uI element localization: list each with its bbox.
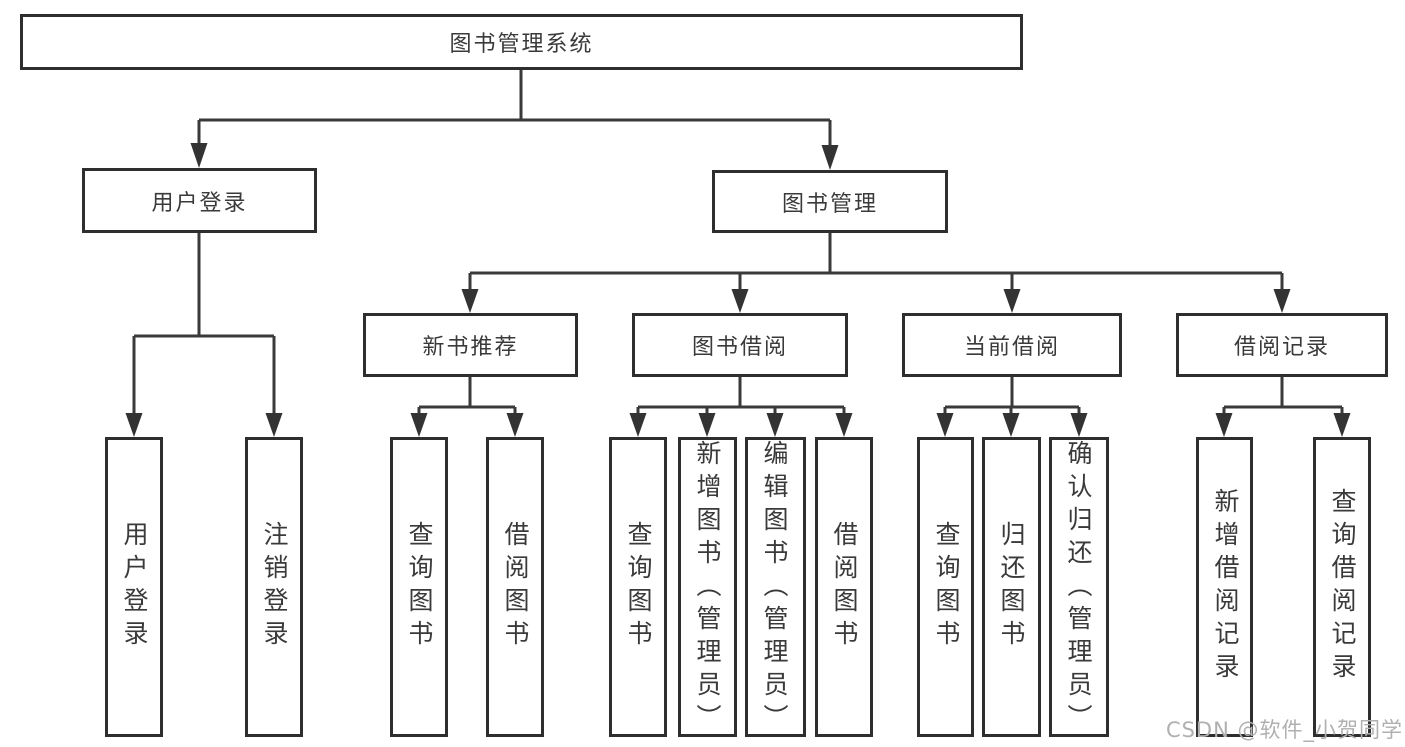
connector-borrow-records: [1215, 377, 1351, 437]
node-book-management: 图书管理: [712, 170, 948, 233]
node-user-login: 用户登录: [82, 168, 317, 233]
arrowhead-icon: [506, 413, 524, 437]
node-root: 图书管理系统: [20, 14, 1023, 70]
arrowhead-icon: [410, 413, 428, 437]
node-current-return-books: 归还图书: [982, 437, 1041, 737]
arrowhead-icon: [190, 143, 208, 168]
connector-new-book-recommend: [410, 377, 524, 437]
arrowhead-icon: [936, 413, 954, 437]
connector-user-login: [125, 233, 283, 437]
node-borrow-add-books-admin: 新增图书（管理员）: [678, 437, 737, 737]
node-book-borrow: 图书借阅: [632, 313, 848, 377]
arrowhead-icon: [1003, 289, 1021, 313]
arrowhead-icon: [1333, 413, 1351, 437]
node-logout-action: 注销登录: [245, 437, 303, 737]
node-user-login-action: 用户登录: [105, 437, 163, 737]
node-current-query-books: 查询图书: [917, 437, 974, 737]
node-current-borrow: 当前借阅: [902, 313, 1122, 377]
node-records-add-record: 新增借阅记录: [1196, 437, 1253, 737]
arrowhead-icon: [1273, 289, 1291, 313]
arrowhead-icon: [1070, 413, 1088, 437]
arrowhead-icon: [1215, 413, 1233, 437]
arrowhead-icon: [821, 145, 839, 170]
arrowhead-icon: [698, 413, 716, 437]
node-borrow-query-books: 查询图书: [609, 437, 667, 737]
arrowhead-icon: [125, 413, 143, 437]
connector-root: [190, 70, 839, 170]
node-recommend-query-books: 查询图书: [390, 437, 448, 737]
connector-current-borrow: [936, 377, 1088, 437]
arrowhead-icon: [731, 289, 749, 313]
connector-book-management: [461, 233, 1291, 313]
arrowhead-icon: [629, 413, 647, 437]
arrowhead-icon: [265, 413, 283, 437]
node-recommend-borrow-books: 借阅图书: [486, 437, 544, 737]
connector-book-borrow: [629, 377, 853, 437]
node-new-book-recommend: 新书推荐: [363, 313, 578, 377]
arrowhead-icon: [835, 413, 853, 437]
arrowhead-icon: [1002, 413, 1020, 437]
node-borrow-edit-books-admin: 编辑图书（管理员）: [745, 437, 806, 737]
node-records-query-record: 查询借阅记录: [1313, 437, 1371, 737]
node-borrow-records: 借阅记录: [1176, 313, 1388, 377]
csdn-watermark: CSDN @软件_小贺同学: [1165, 718, 1403, 742]
node-current-confirm-return-admin: 确认归还（管理员）: [1049, 437, 1109, 737]
node-borrow-borrow-books: 借阅图书: [815, 437, 873, 737]
arrowhead-icon: [461, 289, 479, 313]
arrowhead-icon: [766, 413, 784, 437]
